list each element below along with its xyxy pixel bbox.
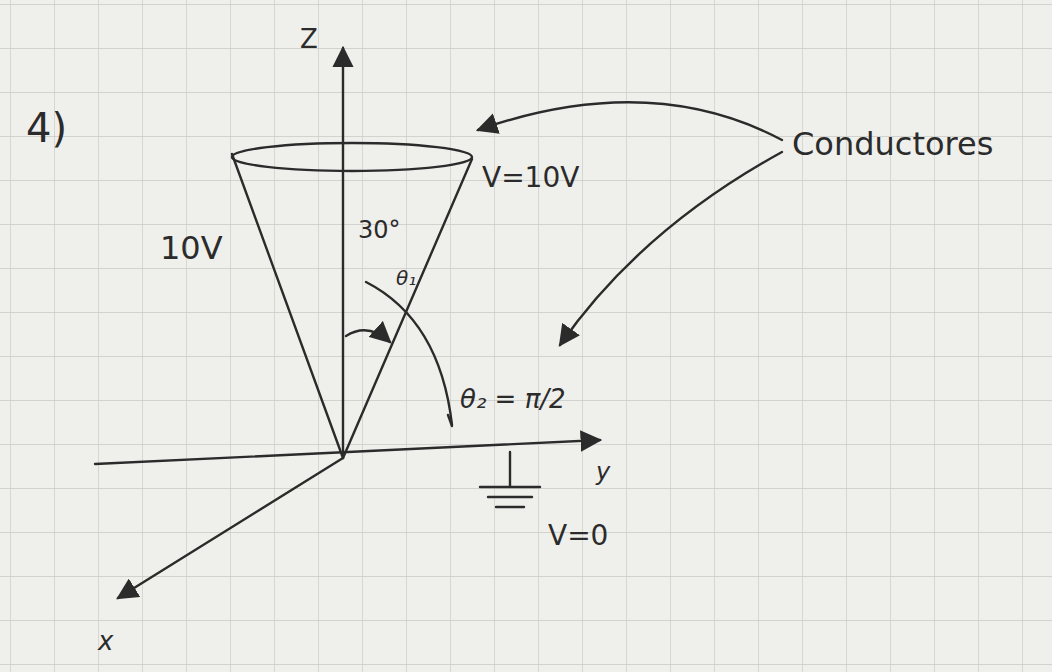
axis-label: Z (300, 26, 318, 52)
potential-label: 10V (160, 232, 223, 264)
angle-label: θ₁ (396, 268, 416, 288)
axis-label: x (98, 628, 113, 654)
leader-line (478, 102, 782, 140)
ground-symbol (496, 506, 524, 508)
leader-line (560, 152, 782, 345)
ground-symbol (488, 496, 532, 498)
ground-symbol (509, 452, 511, 486)
arc-tick (448, 415, 452, 426)
ground-symbol (480, 486, 540, 488)
cone-side (232, 154, 343, 458)
x-axis (118, 458, 343, 598)
angle-label: 30° (358, 218, 401, 242)
cone-side (343, 159, 472, 458)
cone-rim (232, 143, 472, 171)
potential-label: V=10V (482, 164, 579, 192)
angle-arc (346, 330, 390, 342)
y-axis (95, 440, 600, 464)
angle-arc (366, 282, 452, 425)
axis-label: y (596, 460, 610, 484)
problem-number: 4) (26, 108, 67, 148)
callout-note: Conductores (792, 128, 993, 160)
potential-label: V=0 (548, 522, 608, 550)
angle-label: θ₂ = π/2 (460, 386, 566, 412)
z-axis (342, 48, 344, 456)
